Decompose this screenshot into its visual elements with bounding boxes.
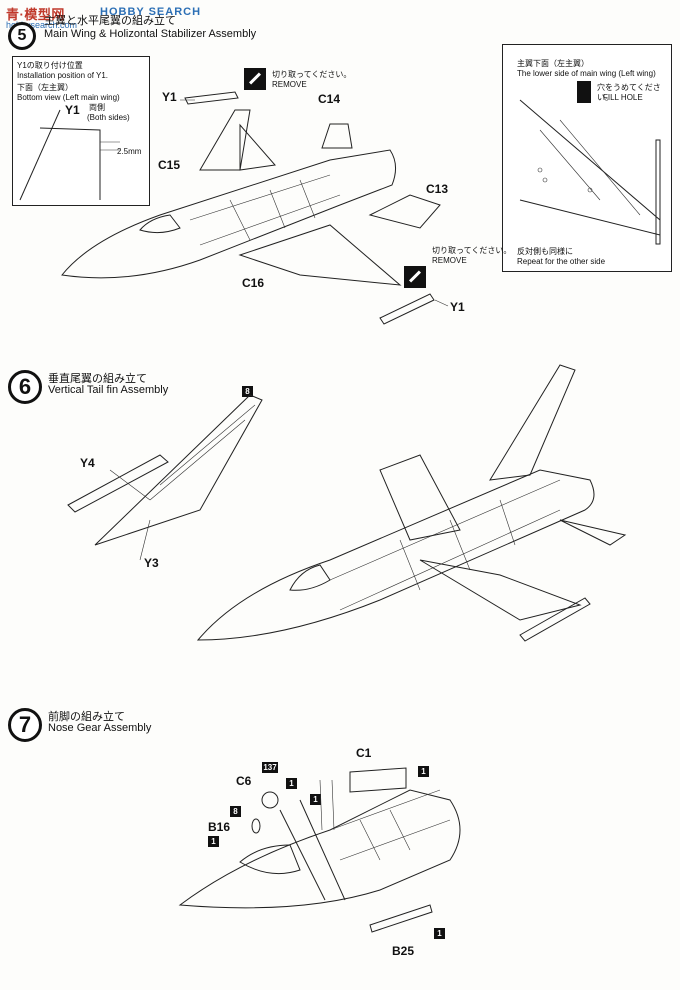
step-6-title-jp: 垂直尾翼の組み立て (48, 372, 147, 385)
step-7-title-en: Nose Gear Assembly (48, 722, 152, 734)
remove-top-en: REMOVE (272, 80, 307, 89)
inset-y1-line3: 下面（左主翼） (17, 83, 73, 92)
inset-fill-drawing (519, 99, 661, 245)
inset-y1-both-en: (Both sides) (87, 113, 130, 122)
part-c16: C16 (242, 276, 265, 290)
badge-1-a: 1 (286, 778, 297, 789)
step-5-title-en: Main Wing & Holizontal Stabilizer Assemb… (44, 28, 257, 40)
step-7-title-jp: 前脚の組み立て (48, 710, 125, 723)
inset-y1-dimension: 2.5mm (117, 147, 142, 156)
step-5-number: 5 (8, 22, 36, 50)
step5-jet-drawing (61, 91, 449, 325)
part-b25: B25 (392, 944, 415, 958)
step7-jet-drawing (178, 767, 461, 933)
step-6-number: 6 (8, 370, 42, 404)
badge-8-step6: 8 (242, 386, 253, 397)
inset-fill-jp: 穴をうめてください。 (597, 83, 661, 102)
part-y1-bottom: Y1 (450, 300, 465, 314)
badge-8-step7: 8 (230, 806, 241, 817)
inset-fill-line2: The lower side of main wing (Left wing) (517, 69, 656, 78)
inset-y1-line2: Installation position of Y1. (17, 71, 109, 80)
remove-icon-top (244, 68, 266, 90)
inset-fill-line1: 主翼下面（左主翼） (517, 59, 589, 68)
inset-fill-en: FILL HOLE (603, 93, 643, 102)
part-y1-top: Y1 (162, 90, 177, 104)
step-6-title-en: Vertical Tail fin Assembly (48, 384, 169, 396)
step6-jet-drawing (196, 364, 627, 642)
inset-y1-both-jp: 両側 (89, 103, 105, 112)
step6-tailfin-drawing (67, 394, 263, 561)
badge-1-c: 1 (418, 766, 429, 777)
part-c14: C14 (318, 92, 341, 106)
inset-y1-drawing (19, 109, 120, 201)
step-7-number: 7 (8, 708, 42, 742)
part-b16: B16 (208, 820, 231, 834)
badge-1-d: 1 (310, 794, 321, 805)
inset-y1-position: Y1の取り付け位置 Installation position of Y1. 下… (12, 56, 150, 206)
watermark-logo: 青·模型网 (6, 7, 65, 22)
badge-1-b: 1 (208, 836, 219, 847)
watermark-url: hobbysearch.com (6, 20, 78, 30)
watermark-search: HOBBY SEARCH (100, 6, 202, 18)
badge-137: 137 (262, 762, 278, 773)
part-c1: C1 (356, 746, 372, 760)
inset-repeat-jp: 反対側も同様に (517, 247, 573, 256)
badge-1-e: 1 (434, 928, 445, 939)
part-y3: Y3 (144, 556, 159, 570)
part-c15: C15 (158, 158, 181, 172)
part-y4: Y4 (80, 456, 95, 470)
remove-bottom-jp: 切り取ってください。 (432, 246, 512, 255)
fill-hole-icon (577, 81, 591, 103)
step-5-title-jp: 主翼と水平尾翼の組み立て (44, 14, 176, 27)
part-c13: C13 (426, 182, 449, 196)
part-c6: C6 (236, 774, 252, 788)
remove-bottom-en: REMOVE (432, 256, 467, 265)
remove-top-jp: 切り取ってください。 (272, 70, 352, 79)
inset-y1-line1: Y1の取り付け位置 (17, 61, 83, 70)
inset-y1-line4: Bottom view (Left main wing) (17, 93, 120, 102)
remove-icon-bottom (404, 266, 426, 288)
inset-y1-part: Y1 (65, 103, 80, 117)
inset-repeat-en: Repeat for the other side (517, 257, 606, 266)
